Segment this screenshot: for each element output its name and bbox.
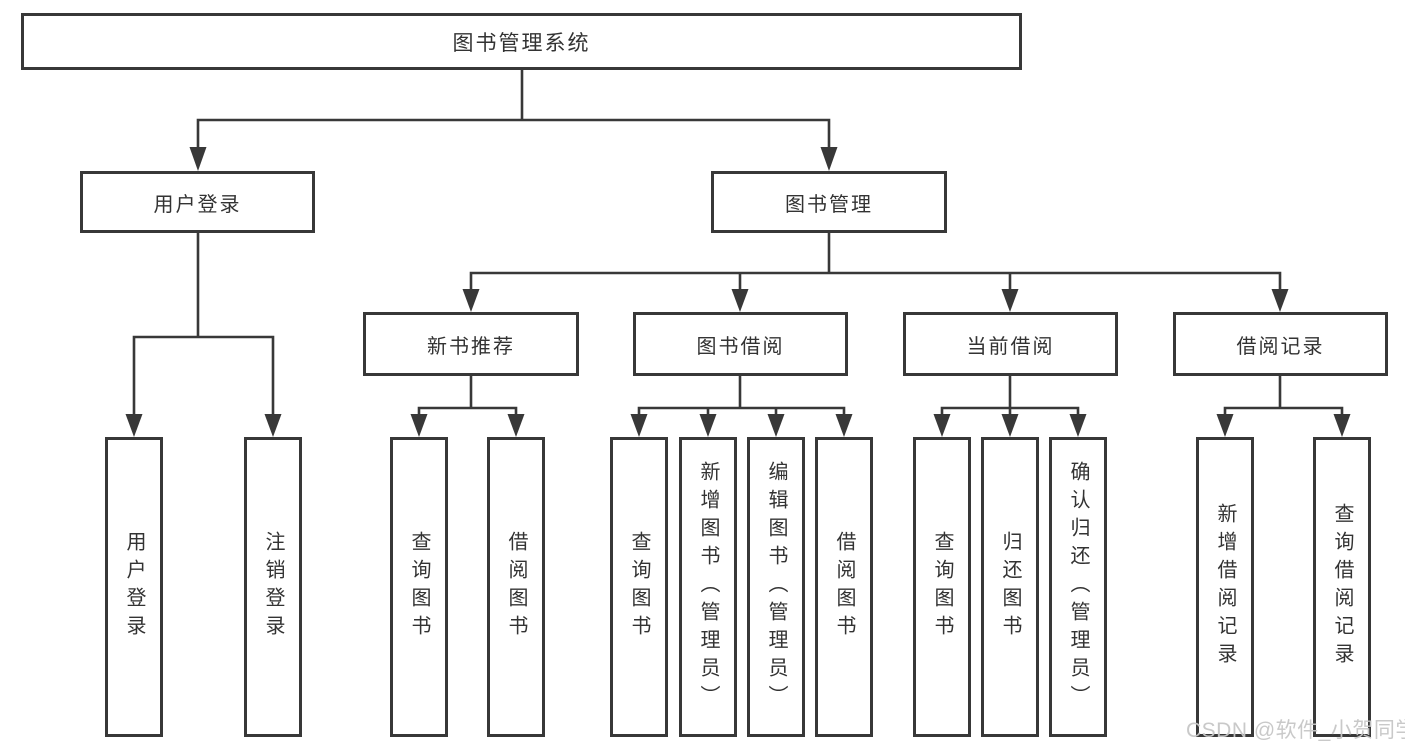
node-leaf-add-borrow-record: 新增借阅记录 xyxy=(1196,437,1254,737)
node-leaf-confirm-return-admin: 确认归还（管理员） xyxy=(1049,437,1107,737)
node-label: 编辑图书（管理员） xyxy=(765,461,787,713)
node-label: 借阅记录 xyxy=(1236,335,1325,358)
node-label: 查询图书 xyxy=(628,531,650,643)
node-leaf-query-books-borrow: 查询图书 xyxy=(610,437,668,737)
csdn-watermark: CSDN @软件_小贺同学 xyxy=(1186,719,1405,742)
node-label: 图书管理 xyxy=(785,193,873,216)
node-label: 查询图书 xyxy=(931,531,953,643)
node-leaf-query-books-recommend: 查询图书 xyxy=(390,437,448,737)
node-label: 确认归还（管理员） xyxy=(1067,461,1089,713)
node-leaf-borrow-books-recommend: 借阅图书 xyxy=(487,437,545,737)
node-leaf-user-login: 用户登录 xyxy=(105,437,163,737)
node-label: 用户登录 xyxy=(153,193,242,216)
node-leaf-borrow-books: 借阅图书 xyxy=(815,437,873,737)
node-label: 注销登录 xyxy=(262,531,284,643)
node-label: 新增借阅记录 xyxy=(1214,503,1236,671)
node-library-system: 图书管理系统 xyxy=(21,13,1022,70)
node-borrow-records: 借阅记录 xyxy=(1173,312,1388,376)
node-label: 查询图书 xyxy=(408,531,430,643)
node-leaf-return-books: 归还图书 xyxy=(981,437,1039,737)
node-current-borrow: 当前借阅 xyxy=(903,312,1118,376)
node-label: 用户登录 xyxy=(123,531,145,643)
node-label: 图书管理系统 xyxy=(452,31,591,55)
node-leaf-edit-book-admin: 编辑图书（管理员） xyxy=(747,437,805,737)
node-book-management-branch: 图书管理 xyxy=(711,171,947,233)
node-label: 图书借阅 xyxy=(696,335,785,358)
node-new-book-recommend: 新书推荐 xyxy=(363,312,579,376)
node-leaf-query-books-current: 查询图书 xyxy=(913,437,971,737)
node-leaf-logout: 注销登录 xyxy=(244,437,302,737)
node-label: 当前借阅 xyxy=(966,335,1055,358)
arrowheads xyxy=(125,147,1351,437)
node-label: 借阅图书 xyxy=(833,531,855,643)
node-leaf-query-borrow-record: 查询借阅记录 xyxy=(1313,437,1371,737)
node-label: 借阅图书 xyxy=(505,531,527,643)
node-label: 新增图书（管理员） xyxy=(697,461,719,713)
node-user-login-branch: 用户登录 xyxy=(80,171,315,233)
node-label: 查询借阅记录 xyxy=(1331,503,1353,671)
node-label: 新书推荐 xyxy=(427,335,515,358)
node-leaf-add-book-admin: 新增图书（管理员） xyxy=(679,437,737,737)
node-book-borrow: 图书借阅 xyxy=(633,312,848,376)
node-label: 归还图书 xyxy=(999,531,1021,643)
